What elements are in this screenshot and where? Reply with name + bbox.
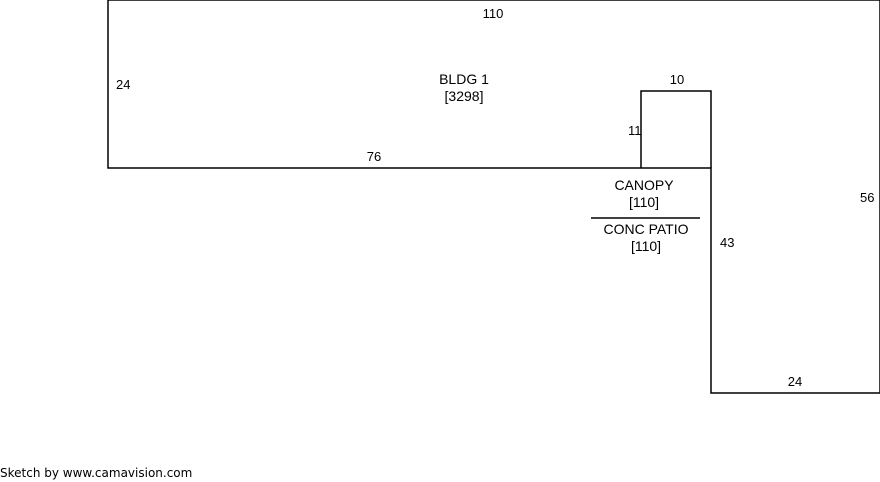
area-canopy-value: [110] <box>628 194 660 210</box>
dimension-bottom: 24 <box>787 374 803 389</box>
dimension-inner-bottom: 76 <box>366 149 382 164</box>
area-main-value: [3298] <box>444 88 484 104</box>
area-canopy-name: CANOPY <box>614 177 674 193</box>
canopy-outline <box>640 90 712 168</box>
area-patio-value: [110] <box>630 238 662 254</box>
area-main-name: BLDG 1 <box>439 71 489 87</box>
dimension-left: 24 <box>116 77 131 92</box>
dimension-top: 110 <box>482 6 504 21</box>
dimension-canopy-side: 11 <box>628 123 642 138</box>
dimension-inner-right: 43 <box>720 235 735 250</box>
area-label-main: BLDG 1 [3298] <box>439 71 489 105</box>
dimension-right: 56 <box>860 190 875 205</box>
sketch-credit: Sketch by www.camavision.com <box>0 466 193 480</box>
area-patio-name: CONC PATIO <box>603 221 689 237</box>
area-label-canopy: CANOPY [110] <box>614 177 673 211</box>
dimension-canopy-top: 10 <box>669 72 685 87</box>
area-label-patio: CONC PATIO [110] <box>603 221 688 255</box>
building-outline <box>107 0 880 394</box>
